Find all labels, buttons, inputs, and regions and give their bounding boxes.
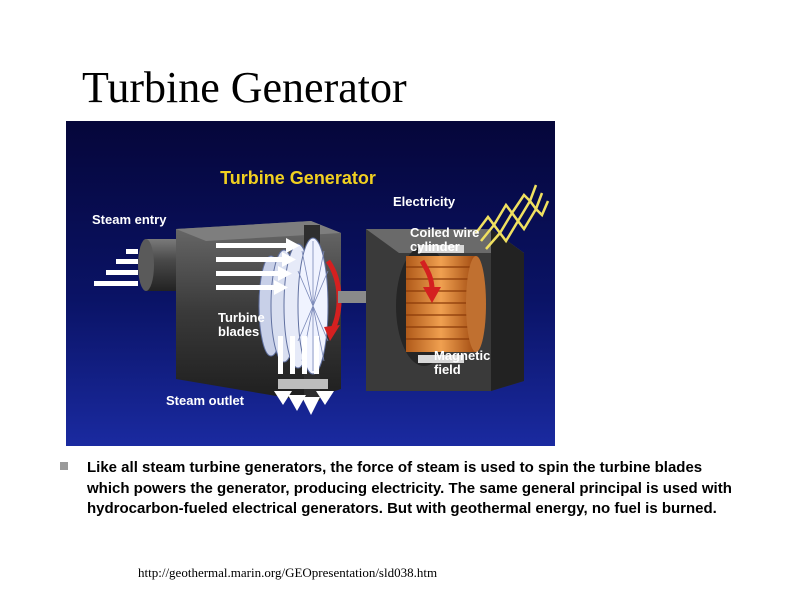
diagram-title: Turbine Generator: [220, 168, 376, 188]
label-turbine-blades-line2: blades: [218, 324, 259, 339]
label-electricity: Electricity: [393, 194, 456, 209]
bullet-marker: [60, 462, 68, 470]
turbine-generator-diagram: Turbine Generator: [66, 121, 555, 446]
label-magnetic-field-line1: Magnetic: [434, 348, 490, 363]
slide-title: Turbine Generator: [82, 63, 407, 112]
source-url: http://geothermal.marin.org/GEOpresentat…: [138, 565, 438, 580]
steam-entry-arrows: [94, 238, 300, 295]
label-magnetic-field-line2: field: [434, 362, 461, 377]
turbine-blades: [258, 237, 329, 375]
label-coiled-wire-line2: cylinder: [410, 239, 460, 254]
magnet-pole-top: [418, 245, 464, 253]
label-coiled-wire-line1: Coiled wire: [410, 225, 479, 240]
diagram-canvas: Turbine Generator: [66, 121, 555, 446]
label-steam-entry: Steam entry: [92, 212, 167, 227]
coiled-wire-cylinder: [406, 256, 486, 352]
label-turbine-blades-line1: Turbine: [218, 310, 265, 325]
electricity-lightning: [475, 184, 550, 250]
generator-rotation-arrow: [419, 259, 435, 290]
bullet-text: Like all steam turbine generators, the f…: [87, 459, 732, 517]
turbine-rotation-arrowhead: [324, 325, 340, 341]
magnet-pole-bottom: [418, 355, 464, 363]
generator-rotation-arrowhead: [423, 287, 441, 303]
label-steam-outlet: Steam outlet: [166, 393, 245, 408]
steam-outlet-arrows: [274, 336, 334, 415]
